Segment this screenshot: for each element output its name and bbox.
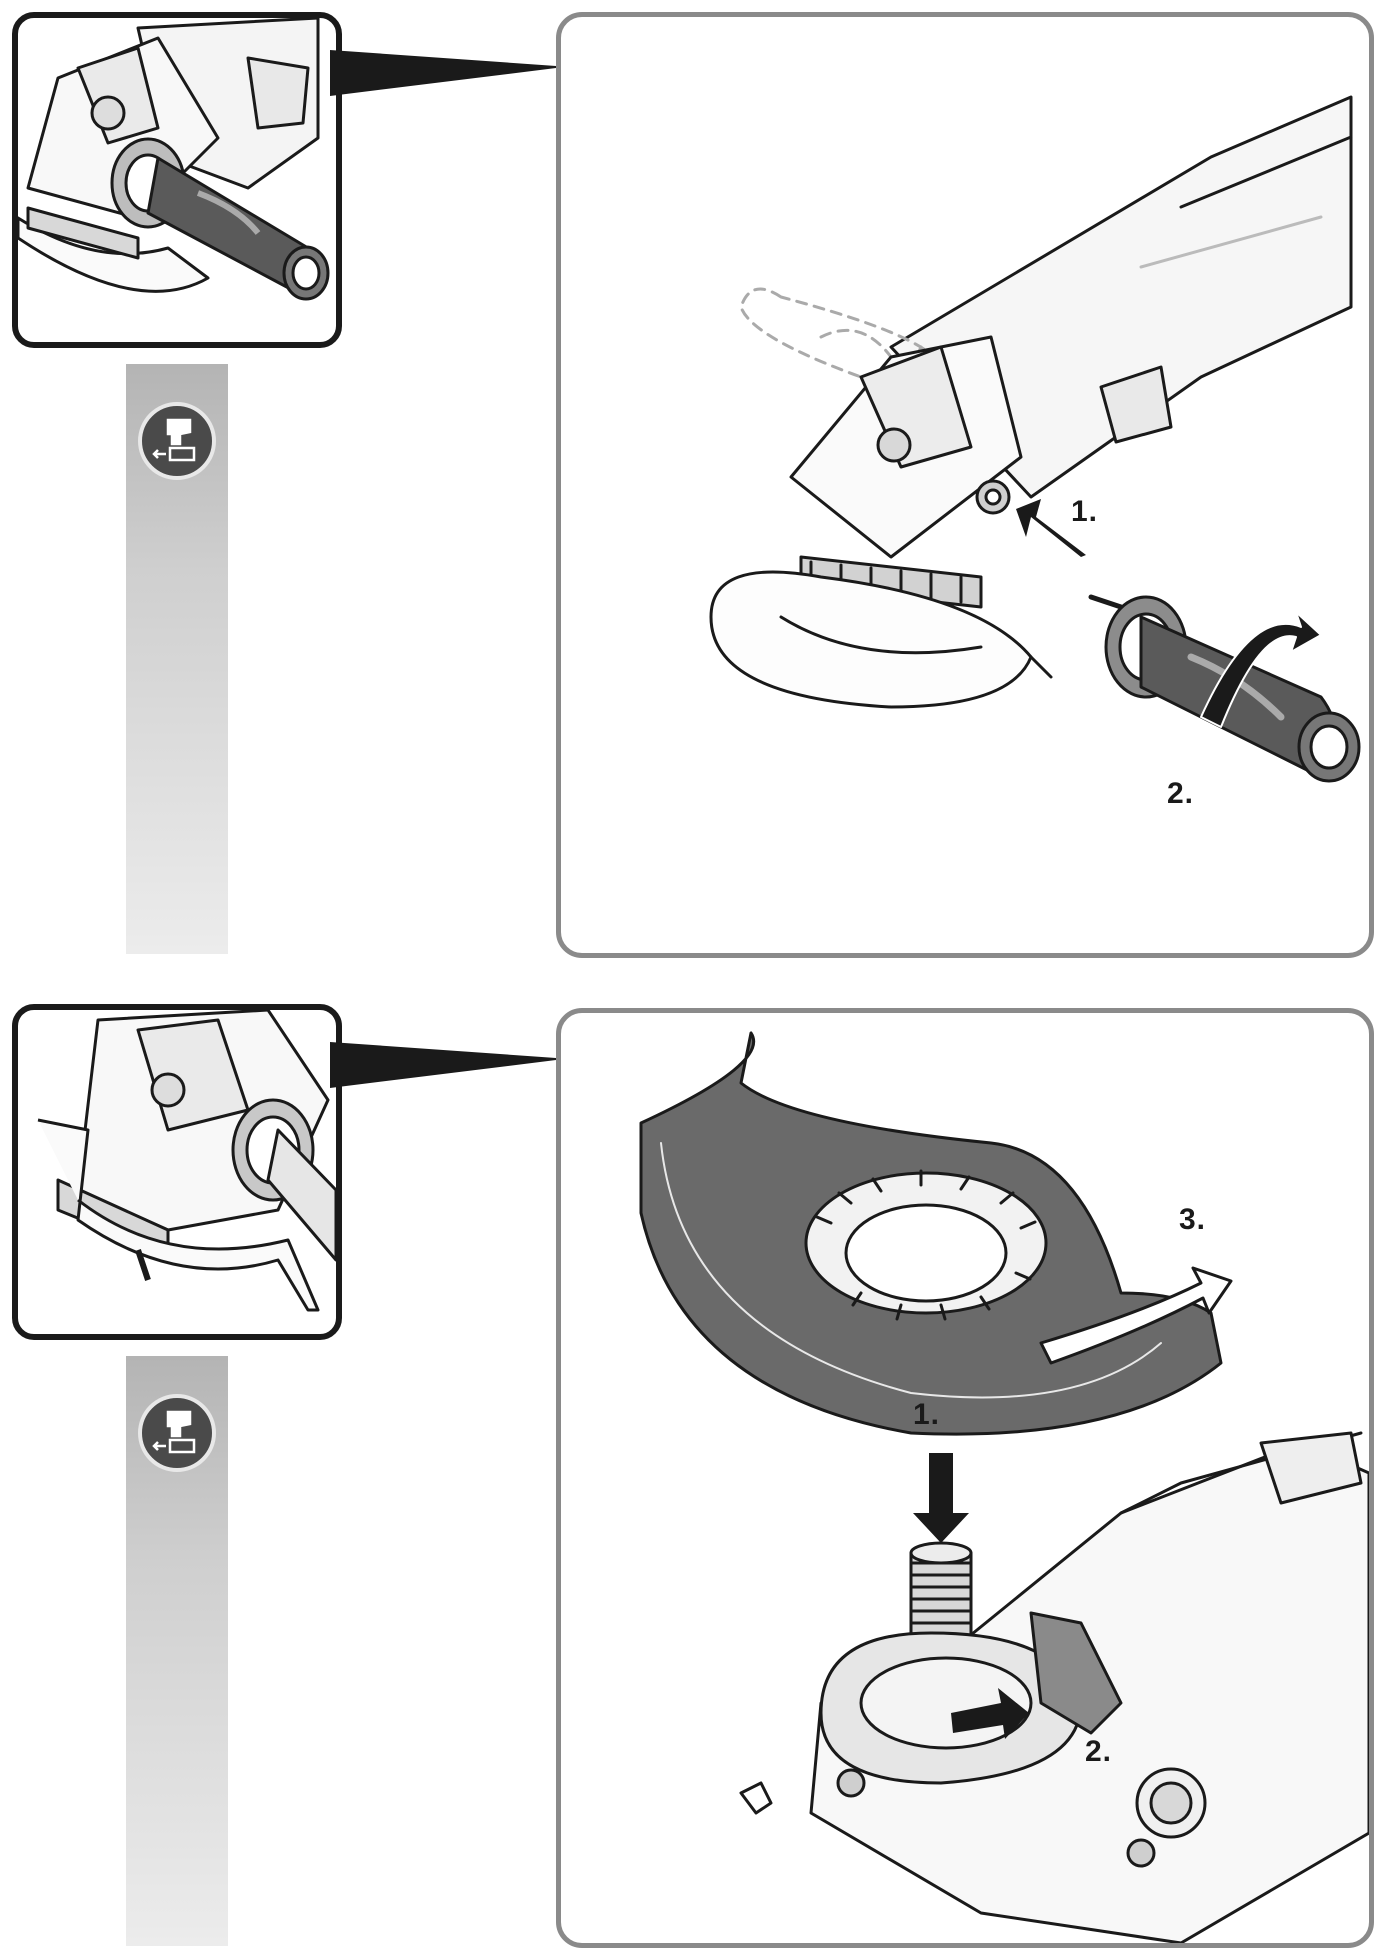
handle-mounted-angle-grinder-icon	[18, 18, 330, 301]
remove-battery-icon	[138, 402, 216, 480]
instruction-panel-attach-handle: 1. 2.	[556, 12, 1374, 958]
push-arrow-icon	[1016, 499, 1086, 557]
remove-battery-icon	[138, 1394, 216, 1472]
step-label-1: 1.	[1071, 495, 1099, 528]
step-label-2: 2.	[1085, 1735, 1113, 1768]
callout-pointer-icon	[330, 1042, 556, 1088]
thumbnail-top	[12, 12, 342, 348]
guard-mounted-angle-grinder-icon	[37, 1010, 336, 1312]
rotate-arrow-icon	[1200, 611, 1322, 728]
step-label-1: 1.	[913, 1398, 941, 1431]
step-label-3: 3.	[1179, 1203, 1207, 1236]
wheel-guard-icon	[639, 1031, 1369, 1943]
push-arrow-icon	[913, 1453, 969, 1543]
thumbnail-bottom	[12, 1004, 342, 1340]
step-label-2: 2.	[1167, 777, 1195, 810]
push-arrow-icon	[951, 1688, 1029, 1739]
callout-pointer-icon	[330, 50, 556, 96]
instruction-panel-attach-guard: 1. 2. 3.	[556, 1008, 1374, 1948]
rotate-arrow-icon	[1039, 1266, 1233, 1365]
angle-grinder-icon	[709, 95, 1361, 783]
